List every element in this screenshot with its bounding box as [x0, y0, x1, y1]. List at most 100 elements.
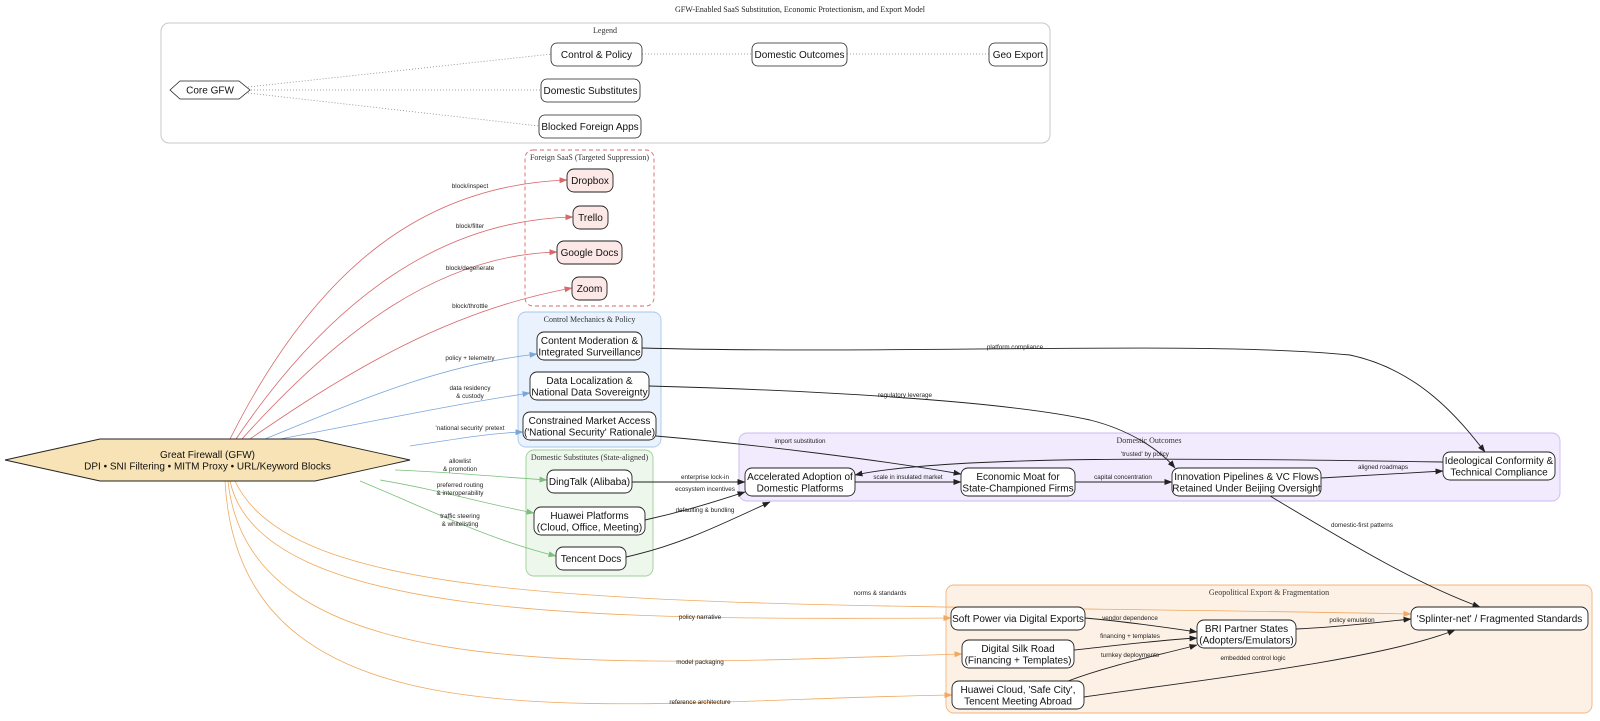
node-shape	[522, 411, 657, 441]
legend-node-domestic-substitutes: Domestic Substitutes	[540, 78, 641, 103]
edge-label: data residency	[450, 385, 492, 392]
edge-gfw-to-tencent_docs: traffic steering& whitelisting	[359, 480, 557, 558]
edge-line	[644, 491, 746, 521]
edge-gfw-to-dingtalk: allowlist& promotion	[394, 458, 548, 483]
node-label: Economic Moat for	[976, 472, 1060, 483]
node-market-access: Constrained Market Access('National Secu…	[522, 411, 657, 441]
edge-label: & promotion	[443, 466, 477, 473]
edge-gfw-to-content_mod: policy + telemetry	[264, 351, 538, 440]
node-ideological: Ideological Conformity &Technical Compli…	[1442, 451, 1556, 481]
legend-node-geo-export: Geo Export	[988, 42, 1048, 67]
node-label: Trello	[578, 213, 603, 224]
edge-label: defaulting & bundling	[676, 507, 735, 514]
edge-label: block/filter	[456, 223, 484, 230]
node-bri: BRI Partner States(Adopters/Emulators)	[1196, 619, 1297, 649]
node-label: Google Docs	[561, 248, 619, 259]
node-label: (Cloud, Office, Meeting)	[537, 522, 642, 533]
legend-node-domestic-outcomes: Domestic Outcomes	[751, 42, 848, 67]
node-shape	[960, 467, 1076, 497]
edge-gfw-to-market_access: 'national security' pretext	[409, 425, 524, 447]
edge-label: financing + templates	[1100, 633, 1160, 640]
edge-gfw-to-huawei_abroad: reference architecture	[224, 480, 953, 706]
edge-line	[241, 249, 558, 440]
node-gdocs: Google Docs	[556, 240, 623, 265]
edge-label: ecosystem incentives	[675, 486, 735, 493]
node-trello: Trello	[572, 205, 609, 230]
node-huawei-abroad: Huawei Cloud, 'Safe City',Tencent Meetin…	[951, 680, 1085, 710]
edge-label: reference architecture	[669, 699, 731, 706]
node-shape	[4, 438, 411, 482]
node-shape	[566, 168, 614, 193]
node-data-local: Data Localization &National Data Soverei…	[529, 371, 650, 401]
edge-line	[224, 480, 953, 705]
node-label: (Financing + Templates)	[965, 655, 1072, 666]
edge-ideological-to-adoption: 'trusted' by policy	[854, 451, 1444, 477]
edge-label: regulatory leverage	[878, 392, 932, 399]
node-shape	[950, 606, 1086, 631]
edge-innovation-to-ideological: aligned roadmaps	[1320, 464, 1444, 479]
edge-label: enterprise lock-in	[681, 474, 729, 481]
node-label: Ideological Conformity &	[1445, 456, 1554, 467]
diagram-title: GFW-Enabled SaaS Substitution, Economic …	[675, 5, 926, 14]
node-shape	[1410, 606, 1589, 631]
edge-gfw-to-splinternet: norms & standards	[234, 480, 1412, 617]
node-label: Data Localization &	[546, 376, 632, 387]
node-shape	[555, 546, 627, 571]
node-label: 'Splinter-net' / Fragmented Standards	[1417, 614, 1583, 625]
edge-gfw-to-gdocs: block/degenerate	[241, 249, 558, 440]
edge-line	[641, 347, 1486, 453]
node-label: Retained Under Beijing Oversight	[1172, 483, 1321, 494]
edge-label: allowlist	[449, 458, 471, 465]
edge-gfw-to-huawei: preferred routing& interoperability	[379, 479, 535, 515]
edge-label: preferred routing	[437, 482, 484, 489]
edge-label: model packaging	[676, 659, 724, 666]
edge-line	[648, 385, 1176, 469]
node-label: Tencent Meeting Abroad	[964, 696, 1072, 707]
legend-node-control-policy: Control & Policy	[550, 42, 643, 67]
legend-node-blocked-foreign-apps: Blocked Foreign Apps	[538, 114, 642, 139]
edge-huawei_abroad-to-splinternet: embedded control logic	[1083, 629, 1456, 698]
node-shape	[571, 276, 608, 301]
edge-line	[854, 458, 1444, 477]
edge-label: block/degenerate	[446, 265, 495, 272]
svg-text:Control Mechanics & Policy: Control Mechanics & Policy	[544, 315, 636, 324]
node-dropbox: Dropbox	[566, 168, 614, 193]
edge-innovation-to-splinternet: domestic-first patterns	[1269, 495, 1481, 608]
node-dingtalk: DingTalk (Alibaba)	[546, 469, 633, 494]
node-label: Innovation Pipelines & VC Flows	[1174, 472, 1319, 483]
edge-line	[249, 286, 573, 440]
edge-line	[394, 469, 548, 483]
node-label: DPI • SNI Filtering • MITM Proxy • URL/K…	[84, 461, 331, 472]
svg-text:Domestic Outcomes: Domestic Outcomes	[1116, 436, 1181, 445]
node-label: Dropbox	[571, 176, 609, 187]
edge-line	[264, 351, 538, 440]
svg-text:Domestic Substitutes: Domestic Substitutes	[544, 86, 638, 97]
edge-label: policy emulation	[1329, 617, 1375, 624]
edge-label: block/inspect	[452, 183, 489, 190]
node-gfw: Great Firewall (GFW)DPI • SNI Filtering …	[4, 438, 411, 482]
edge-label: norms & standards	[854, 590, 907, 597]
edge-line	[655, 435, 962, 476]
edge-soft_power-to-bri: vendor dependence	[1084, 615, 1198, 634]
node-shape	[961, 639, 1075, 669]
edge-huawei_abroad-to-bri: turnkey deployments	[1067, 644, 1198, 682]
edge-label: 'trusted' by policy	[1121, 451, 1170, 458]
node-label: Digital Silk Road	[981, 644, 1054, 655]
node-shape	[536, 331, 643, 361]
svg-text:Domestic Outcomes: Domestic Outcomes	[754, 50, 844, 61]
edge-gfw-to-silk_road: model packaging	[227, 480, 963, 666]
edge-label: 'national security' pretext	[436, 425, 505, 432]
node-label: Tencent Docs	[561, 554, 622, 565]
edge-line	[1067, 644, 1198, 682]
edge-line	[1320, 468, 1444, 479]
svg-text:Geo Export: Geo Export	[993, 50, 1044, 61]
edge-line	[1084, 617, 1198, 634]
node-shape	[529, 371, 650, 401]
node-label: (Adopters/Emulators)	[1199, 635, 1293, 646]
edge-label: vendor dependence	[1102, 615, 1158, 622]
edge-line	[1269, 495, 1481, 608]
node-shape	[1196, 619, 1297, 649]
svg-text:Blocked Foreign Apps: Blocked Foreign Apps	[541, 122, 638, 133]
